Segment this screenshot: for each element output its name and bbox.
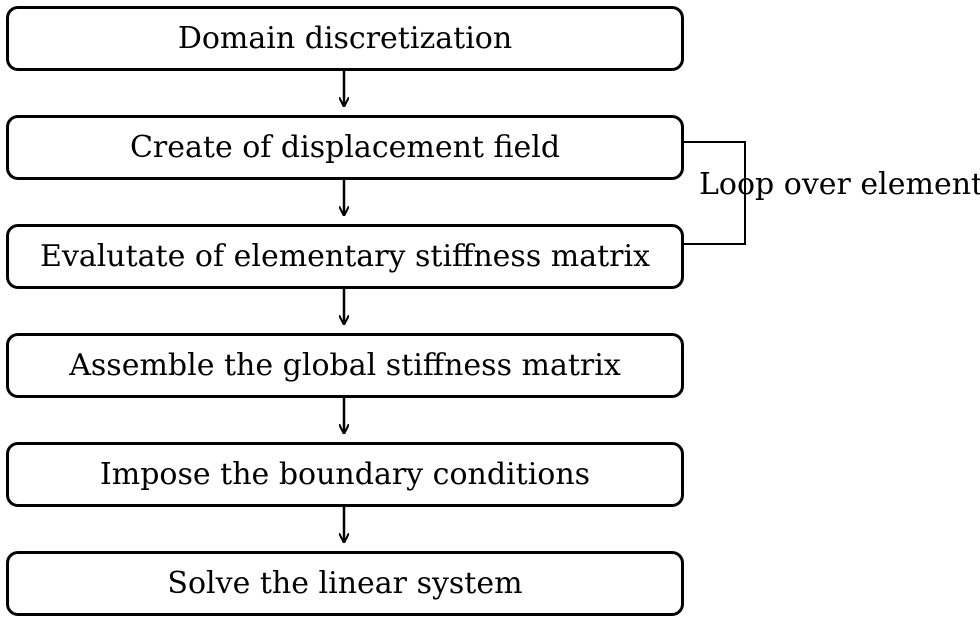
step-create-displacement-field: Create of displacement field <box>6 115 684 180</box>
step-evaluate-stiffness-matrix: Evalutate of elementary stiffness matrix <box>6 224 684 289</box>
step-domain-discretization: Domain discretization <box>6 6 684 71</box>
step-label: Evalutate of elementary stiffness matrix <box>39 238 651 274</box>
step-label: Assemble the global stiffness matrix <box>69 347 621 383</box>
step-label: Solve the linear system <box>167 565 523 601</box>
step-assemble-global-matrix: Assemble the global stiffness matrix <box>6 333 684 398</box>
loop-label: Loop over elements <box>699 167 980 202</box>
step-impose-boundary-conditions: Impose the boundary conditions <box>6 442 684 507</box>
step-solve-linear-system: Solve the linear system <box>6 551 684 616</box>
step-label: Create of displacement field <box>129 129 561 165</box>
step-label: Impose the boundary conditions <box>99 456 591 492</box>
step-label: Domain discretization <box>177 20 513 56</box>
